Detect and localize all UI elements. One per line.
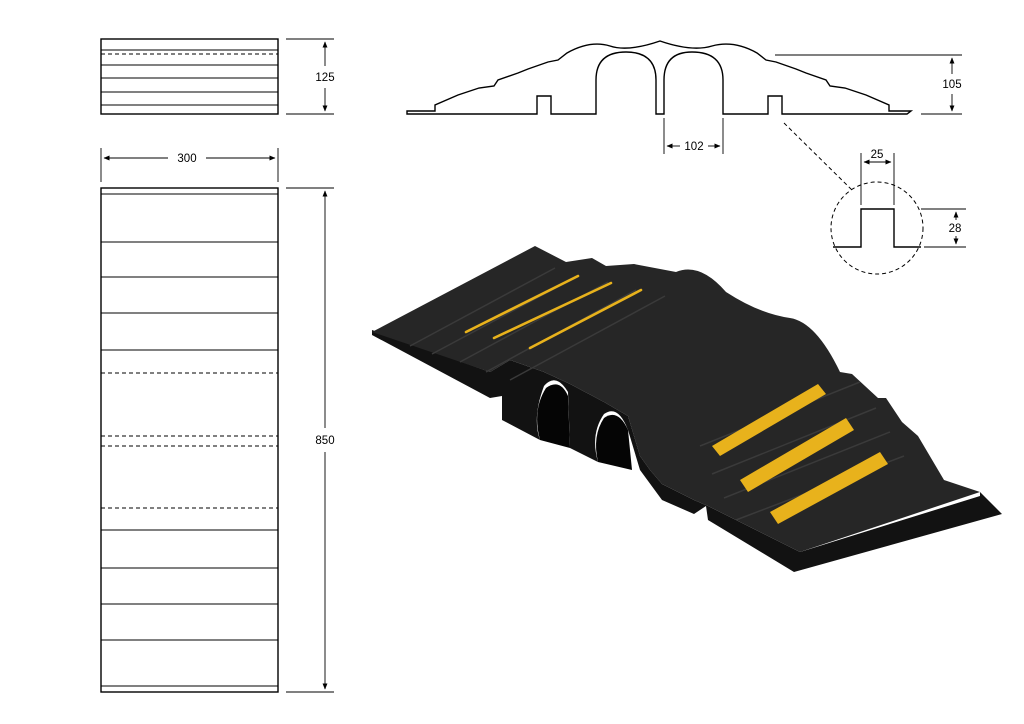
channel-arch-2 <box>596 414 632 470</box>
dimension-label-105: 105 <box>942 79 961 91</box>
dimension-label-102: 102 <box>684 141 703 153</box>
dimension-label-125: 125 <box>315 72 334 84</box>
dimension-channel-width: 102 <box>663 118 724 154</box>
top-view-small <box>100 38 279 115</box>
dimension-profile-height: 105 <box>775 54 962 115</box>
stripes-left <box>464 274 643 350</box>
stripes-right <box>712 384 888 524</box>
plan-view <box>100 187 279 693</box>
dimension-length: 850 <box>286 187 335 693</box>
dimension-label-28: 28 <box>949 223 962 235</box>
cross-section-profile <box>406 40 914 115</box>
ramp-front-face <box>372 330 1002 572</box>
slot-detail: 25 28 <box>783 122 966 275</box>
dimension-label-850: 850 <box>315 435 334 447</box>
dimension-top-height: 125 <box>286 38 335 115</box>
dimension-label-25: 25 <box>871 149 884 161</box>
dimension-width: 300 <box>100 148 279 182</box>
isometric-render <box>372 246 1002 572</box>
channel-arch-1 <box>537 384 570 448</box>
dimension-label-300: 300 <box>177 153 196 165</box>
